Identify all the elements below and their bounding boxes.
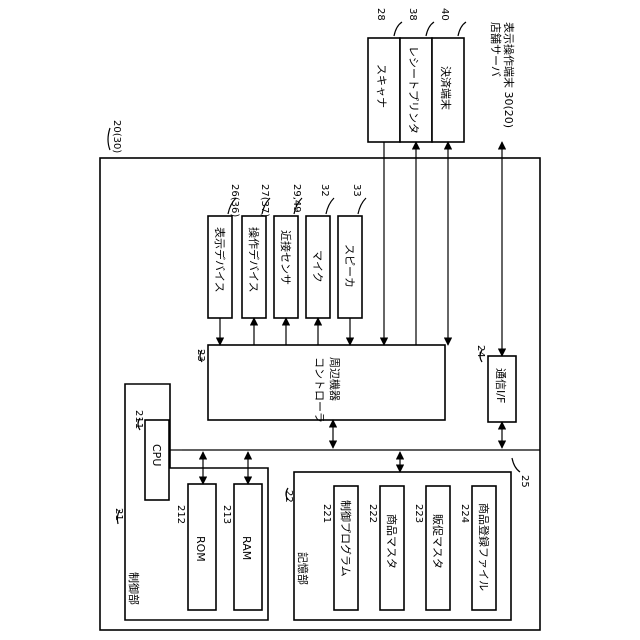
control-unit-label: 制御部 [127,572,141,605]
ref-system: 20(30) [111,120,122,153]
ref-storage: 22 [283,490,294,503]
ref-storage-item-222: 222 [367,504,378,523]
ref-storage-item-223: 223 [413,504,424,523]
ref-ram: 213 [221,505,232,524]
ref-comm-if: 24 [475,345,486,358]
storage-item-224-label: 商品登録ファイル [477,503,491,591]
storage-item-223-label: 販促マスタ [431,514,445,569]
external-line2: 店舗サーバ [489,22,503,77]
device-operation-label: 操作デバイス [247,227,261,293]
ref-leader-28 [394,22,402,36]
peripheral-controller-line2: コントローラ [313,357,326,423]
ref-cpu: 211 [133,410,144,429]
external-scanner-label: スキャナ [375,64,388,108]
ref-control-unit: 21 [113,508,124,521]
ref-device-mic: 32 [319,184,330,197]
ref-leader-40 [458,22,466,36]
ref-device-proximity: 29,49 [291,184,302,213]
device-proximity-label: 近接センサ [279,230,292,285]
storage-item-221-label: 制御プログラム [339,500,353,577]
device-display-label: 表示デバイス [213,227,227,293]
cpu-label: CPU [150,444,163,466]
ref-scanner: 28 [375,8,386,21]
ref-storage-item-224: 224 [459,504,470,523]
device-speaker-label: スピーカ [343,244,356,288]
storage-label: 記憶部 [296,552,310,585]
ref-leader-system [108,128,110,150]
ref-device-speaker: 33 [351,184,362,197]
ref-device-display: 26(36) [229,184,240,217]
rom-label: ROM [194,536,207,562]
storage-item-222-label: 商品マスタ [385,514,399,569]
ref-rom: 212 [175,505,186,524]
external-printer-label: レシートプリンタ [407,46,420,134]
ref-printer: 38 [407,8,418,21]
external-line1: 表示操作端末 30(20) [502,22,516,128]
ref-payment: 40 [439,8,450,21]
device-mic-label: マイク [311,250,324,283]
ref-storage-item-221: 221 [321,504,332,523]
ref-leader-38 [426,22,434,36]
peripheral-controller-line1: 周辺機器 [328,357,342,401]
ram-label: RAM [240,536,253,560]
ref-device-operation: 27(37) [259,184,270,217]
ref-peripheral-controller: 23 [195,349,206,362]
ref-bus: 25 [519,475,530,488]
comm-if-label: 通信I/F [494,368,507,403]
external-payment-label: 決済端末 [439,66,453,110]
